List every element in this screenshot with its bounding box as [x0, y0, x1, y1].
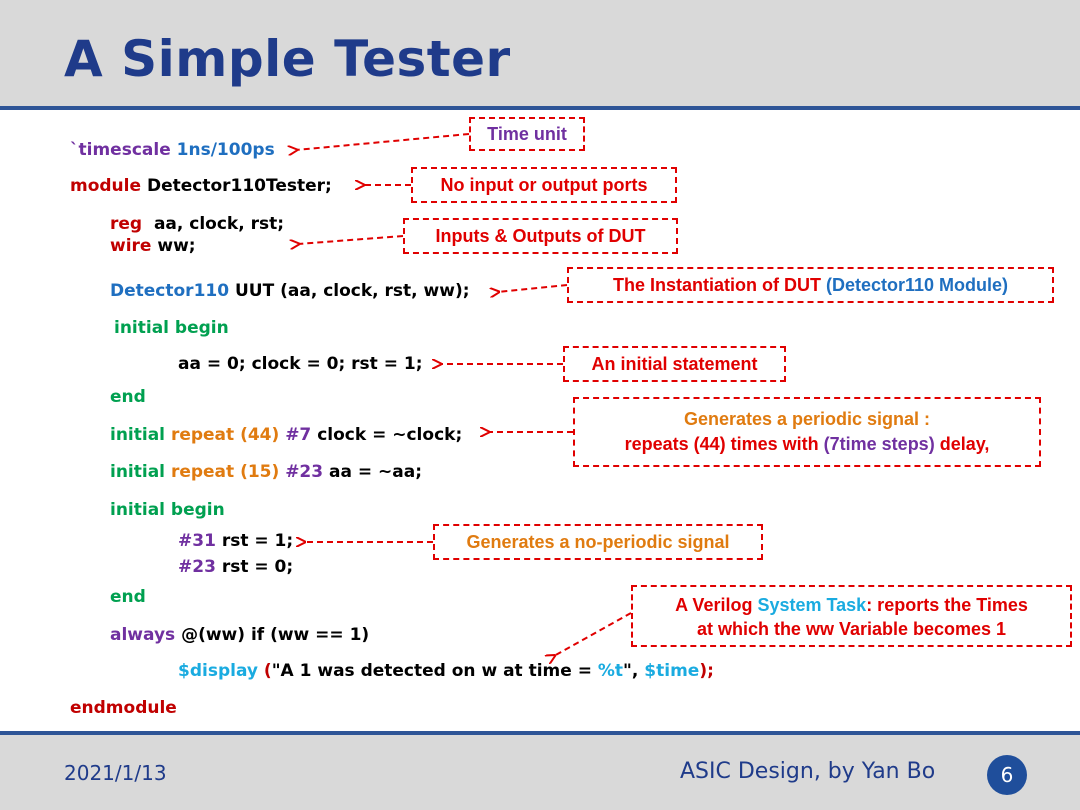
arrow-io-dut	[298, 235, 404, 244]
repeat-keyword: repeat (15)	[170, 462, 280, 482]
code-line-wire: wire ww;	[110, 236, 196, 256]
clock-statement: clock = ~clock;	[317, 425, 463, 445]
code-line-initial-begin-2: initial begin	[110, 500, 225, 520]
delay-value: #7	[285, 425, 312, 445]
timescale-value: 1ns/100ps	[176, 140, 275, 160]
code-line-module: module Detector110Tester;	[70, 176, 332, 196]
note-no-ports: No input or output ports	[411, 167, 677, 203]
note-periodic-l2c: delay,	[934, 434, 990, 454]
note-task-l1a: A Verilog	[675, 595, 758, 615]
init-assign: aa = 0; clock = 0; rst = 1;	[178, 354, 423, 374]
module-name: Detector110Tester;	[146, 176, 332, 196]
footer-band	[0, 735, 1080, 810]
code-line-always: always @(ww) if (ww == 1)	[110, 625, 369, 645]
initial-keyword: initial	[110, 425, 166, 445]
note-io-dut: Inputs & Outputs of DUT	[403, 218, 678, 254]
instance-rest: UUT (aa, clock, rst, ww);	[234, 281, 470, 301]
display-open-paren: (	[263, 661, 272, 681]
delay-value: #23	[178, 557, 216, 577]
code-line-repeat-aa: initial repeat (15) #23 aa = ~aa;	[110, 462, 422, 482]
note-initial-statement: An initial statement	[563, 346, 786, 382]
code-line-display: $display ("A 1 was detected on w at time…	[178, 661, 714, 681]
delay-value: #31	[178, 531, 216, 551]
note-time-unit: Time unit	[469, 117, 585, 151]
note-periodic-l2b: (7time steps)	[823, 434, 935, 454]
note-periodic-line2: repeats (44) times with (7time steps) de…	[575, 432, 1039, 457]
display-time: $time	[644, 661, 700, 681]
footer-divider	[0, 731, 1080, 735]
display-string-a: "A 1 was detected on w at time =	[271, 661, 598, 681]
rst-statement: rst = 1;	[221, 531, 294, 551]
note-system-task-line1: A Verilog System Task: reports the Times	[633, 593, 1070, 617]
code-line-timescale: `timescale 1ns/100ps	[70, 140, 275, 160]
end-keyword: end	[110, 387, 146, 407]
note-task-l1c: : reports the Times	[866, 595, 1028, 615]
instance-module: Detector110	[110, 281, 230, 301]
always-keyword: always	[110, 625, 176, 645]
wire-keyword: wire	[110, 236, 152, 256]
code-line-rst-2: #23 rst = 0;	[178, 557, 293, 577]
display-keyword: $display	[178, 661, 258, 681]
note-nonperiodic: Generates a no-periodic signal	[433, 524, 763, 560]
code-line-endmodule: endmodule	[70, 698, 177, 718]
delay-value: #23	[285, 462, 324, 482]
arrow-time-unit	[296, 133, 470, 150]
end-keyword: end	[110, 587, 146, 607]
initial-begin-keyword: initial begin	[114, 318, 229, 338]
code-line-initial-begin-1: initial begin	[114, 318, 229, 338]
display-format: %t	[597, 661, 624, 681]
header-divider	[0, 106, 1080, 110]
note-periodic: Generates a periodic signal : repeats (4…	[573, 397, 1041, 467]
display-close-paren: );	[699, 661, 714, 681]
wire-vars: ww;	[157, 236, 196, 256]
always-rest: @(ww) if (ww == 1)	[181, 625, 370, 645]
display-string-b: ",	[623, 661, 645, 681]
code-line-end-2: end	[110, 587, 146, 607]
reg-vars: aa, clock, rst;	[153, 214, 285, 234]
code-line-init-assign: aa = 0; clock = 0; rst = 1;	[178, 354, 423, 374]
note-system-task-line2: at which the ww Variable becomes 1	[696, 619, 1007, 639]
initial-keyword: initial	[110, 462, 166, 482]
note-system-task: A Verilog System Task: reports the Times…	[631, 585, 1072, 647]
note-instantiation: The Instantiation of DUT (Detector110 Mo…	[567, 267, 1054, 303]
timescale-keyword: `timescale	[70, 140, 171, 160]
note-instantiation-module: (Detector110 Module)	[825, 275, 1009, 295]
code-line-reg: reg aa, clock, rst;	[110, 214, 284, 234]
note-periodic-l2a: repeats (44) times with	[624, 434, 824, 454]
header-band	[0, 0, 1080, 106]
endmodule-keyword: endmodule	[70, 698, 177, 718]
note-task-l1b: System Task	[757, 595, 867, 615]
reg-keyword: reg	[110, 214, 143, 234]
note-instantiation-text: The Instantiation of DUT	[612, 275, 826, 295]
slide-title: A Simple Tester	[64, 30, 511, 88]
footer-course: ASIC Design, by Yan Bo	[680, 759, 936, 784]
page-number-badge: 6	[987, 755, 1027, 795]
arrow-system-task	[554, 612, 632, 656]
code-line-repeat-clock: initial repeat (44) #7 clock = ~clock;	[110, 425, 462, 445]
code-line-instantiation: Detector110 UUT (aa, clock, rst, ww);	[110, 281, 470, 301]
footer-date: 2021/1/13	[64, 761, 167, 785]
rst-statement: rst = 0;	[221, 557, 294, 577]
aa-statement: aa = ~aa;	[329, 462, 423, 482]
module-keyword: module	[70, 176, 142, 196]
arrow-instantiation	[498, 284, 568, 292]
initial-begin-keyword: initial begin	[110, 500, 225, 520]
code-line-rst-1: #31 rst = 1;	[178, 531, 293, 551]
repeat-keyword: repeat (44)	[170, 425, 280, 445]
code-line-end-1: end	[110, 387, 146, 407]
note-periodic-line1: Generates a periodic signal :	[683, 409, 931, 429]
